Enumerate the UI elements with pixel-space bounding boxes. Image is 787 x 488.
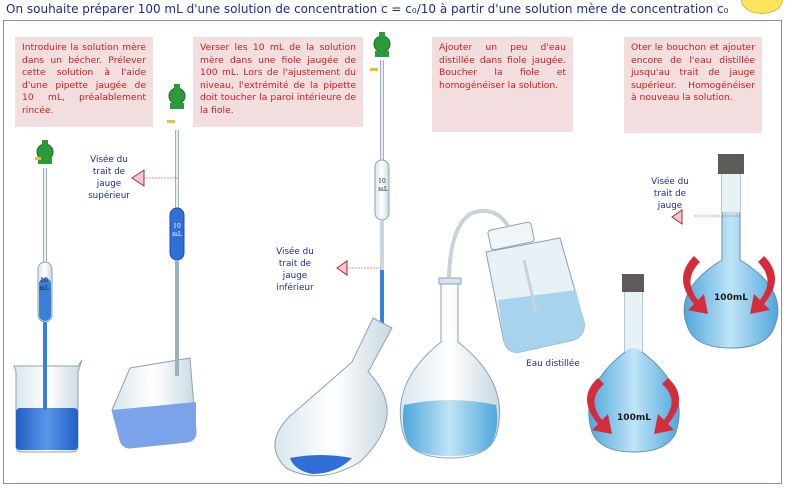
step-4-note: Oter le bouchon et ajouter encore de l'e… (624, 37, 762, 133)
wash-bottle (447, 209, 585, 353)
eye-icon-superieur (131, 169, 145, 187)
visee-superieur-label: Visée du trait de jauge supérieur (88, 155, 130, 201)
rotate-arrow-icon-right-a (654, 378, 679, 434)
page-title: On souhaite préparer 100 mL d'une soluti… (6, 2, 729, 16)
rotate-arrow-icon-left-b (683, 256, 708, 314)
volumetric-flask-step3 (399, 277, 501, 459)
pipette-step1: 10 mL (35, 140, 54, 410)
pipette-step2-volume-unit: mL (378, 186, 388, 193)
pipette-step2: 10 mL (346, 32, 391, 336)
pipette-step1-volume-unit: mL (39, 285, 49, 292)
pipette-step1b: 10 mL (140, 84, 186, 376)
tilted-beaker (111, 357, 197, 449)
visee-inferieur-label: Visée du trait de jauge inférieur (276, 247, 314, 293)
eye-icon-inferieur (336, 260, 348, 276)
rotate-arrow-icon-left-a (587, 378, 612, 434)
eau-distillee-label: Eau distillée (526, 359, 580, 369)
step-2-note: Verser les 10 mL de la solution mère dan… (193, 37, 363, 127)
flask-step4a-volume: 100mL (617, 413, 651, 423)
pipette-step2-volume-num: 10 (378, 178, 386, 185)
visee-jauge-label: Visée du trait de jauge (651, 177, 689, 211)
tilted-flask (274, 317, 393, 477)
pipette-step1b-volume-unit: mL (172, 231, 182, 238)
pipette-step1-volume-num: 10 (40, 277, 48, 284)
rotate-arrow-icon-right-b (750, 256, 775, 314)
flask-step4b-volume: 100mL (714, 293, 748, 303)
volumetric-flask-step4b: 100mL (683, 154, 779, 349)
eye-icon-jauge (671, 209, 683, 225)
step-1-note: Introduire la solution mère dans un béch… (15, 37, 153, 127)
beaker-step1 (13, 359, 83, 453)
step-3-note: Ajouter un peu d'eau distillée dans fiol… (432, 37, 573, 132)
pipette-step1b-volume-num: 10 (173, 223, 181, 230)
